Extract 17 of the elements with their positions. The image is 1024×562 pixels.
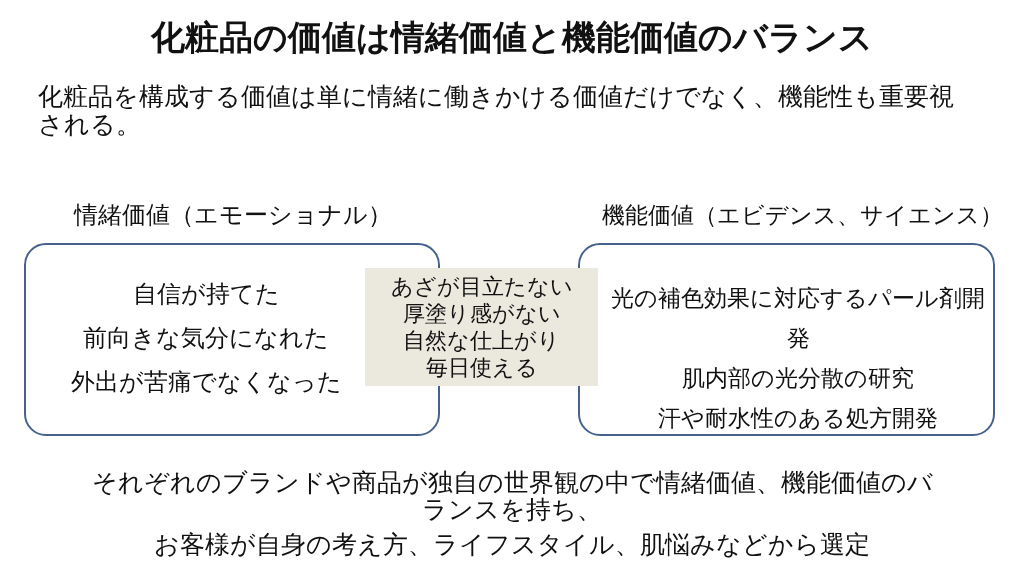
item-text: 肌内部の光分散の研究 [682, 365, 914, 391]
item-text: 前向きな気分になれた [83, 324, 329, 352]
item-text: 光の補色効果に対応するパール剤開発 [611, 285, 985, 351]
item-text: 外出が苦痛でなくなった [70, 368, 342, 396]
item-text: 自信が持てた [132, 280, 280, 308]
column-heading: 情緒価値（エモーショナル） [74, 201, 392, 229]
item-text: あざが目立たない [390, 274, 573, 299]
title: 化粧品の価値は情緒価値と機能価値のバランス [151, 17, 873, 57]
item-text: 厚塗り感がない [402, 301, 561, 326]
column-heading: 機能価値（エビデンス、サイエンス） [602, 202, 1003, 228]
item-text: 汗や耐水性のある処方開発 [658, 405, 938, 431]
shaded-box [365, 268, 598, 386]
item-text: 毎日使える [425, 355, 538, 380]
intro-paragraph: 化粧品を構成する価値は単に情緒に働きかける価値だけでなく、機能性も重要視される。 [38, 82, 954, 139]
item-text: 自然な仕上がり [403, 328, 560, 353]
summary-text: それぞれのブランドや商品が独自の世界観の中で情緒価値、機能価値のバランスを持ち、 [91, 468, 933, 524]
summary-text: お客様が自身の考え方、ライフスタイル、肌悩みなどから選定 [154, 530, 870, 559]
